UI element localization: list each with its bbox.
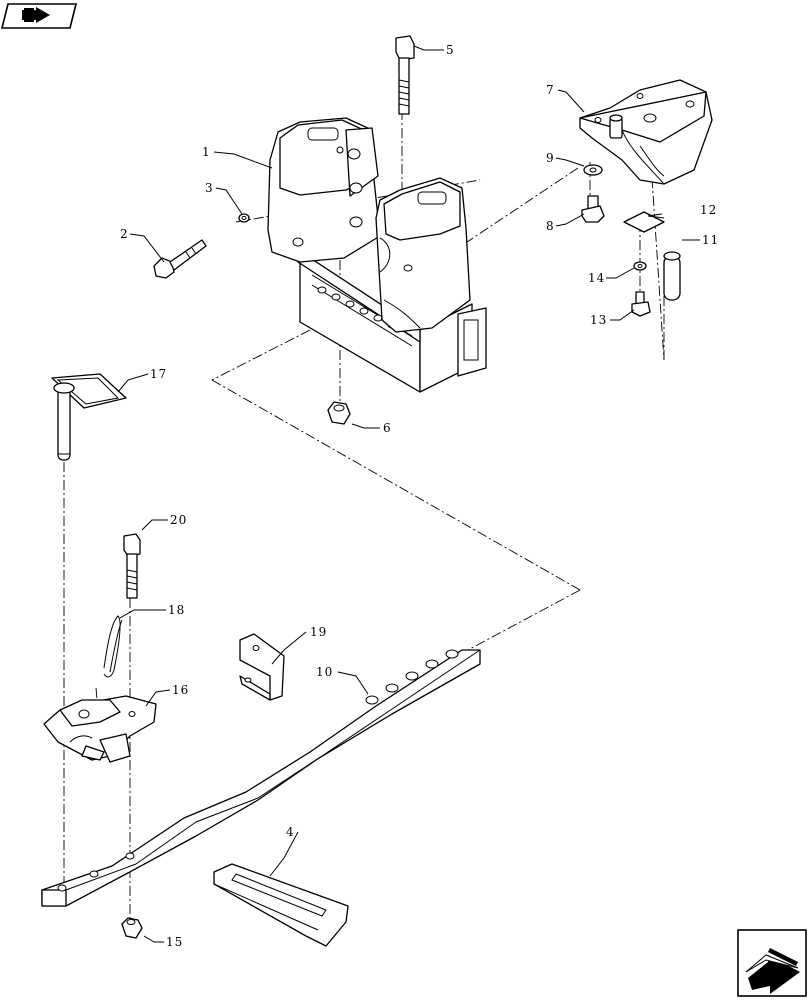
clevis-part-16 xyxy=(43,695,157,763)
callout-15: 15 xyxy=(166,935,183,949)
nut-part-15 xyxy=(121,917,143,939)
book-page-arrow-icon[interactable] xyxy=(0,3,78,29)
bolt-part-20 xyxy=(123,533,141,599)
washer-part-14 xyxy=(633,261,647,271)
callout-19: 19 xyxy=(310,625,327,639)
callout-6: 6 xyxy=(383,421,392,435)
nut-part-6 xyxy=(327,401,351,425)
callout-17: 17 xyxy=(150,367,167,381)
callout-1: 1 xyxy=(202,145,211,159)
next-page-arrow-icon[interactable] xyxy=(737,929,807,997)
callout-labels: 1 2 3 4 5 6 7 8 9 10 11 12 13 14 15 16 1… xyxy=(120,43,719,949)
drawbar-part-10 xyxy=(41,649,481,907)
callout-4: 4 xyxy=(286,825,295,839)
callout-11: 11 xyxy=(702,233,719,247)
callout-10: 10 xyxy=(316,665,333,679)
callout-16: 16 xyxy=(172,683,189,697)
callout-18: 18 xyxy=(168,603,185,617)
leader-lines xyxy=(117,45,700,943)
spring-clip-part-18 xyxy=(103,615,123,678)
callout-5: 5 xyxy=(446,43,455,57)
pin-part-17 xyxy=(51,373,127,461)
callout-3: 3 xyxy=(205,181,214,195)
drawbar-support-part-7 xyxy=(579,79,713,185)
callout-7: 7 xyxy=(546,83,555,97)
bolt-part-8 xyxy=(581,195,605,223)
bracket-part-19 xyxy=(239,633,285,701)
callout-13: 13 xyxy=(590,313,607,327)
bolt-part-2 xyxy=(153,239,207,279)
guide-plate-part-4 xyxy=(213,863,349,947)
callout-20: 20 xyxy=(170,513,187,527)
callout-8: 8 xyxy=(546,219,555,233)
bolt-part-5 xyxy=(395,35,415,115)
callout-2: 2 xyxy=(120,227,129,241)
callout-12: 12 xyxy=(700,203,717,217)
screw-part-13 xyxy=(631,291,651,317)
callout-14: 14 xyxy=(588,271,605,285)
pin-part-11 xyxy=(663,251,681,301)
mounting-bracket-part-1 xyxy=(267,117,487,393)
washer-part-3 xyxy=(238,213,250,223)
washer-part-9 xyxy=(583,164,603,176)
callout-9: 9 xyxy=(546,151,555,165)
